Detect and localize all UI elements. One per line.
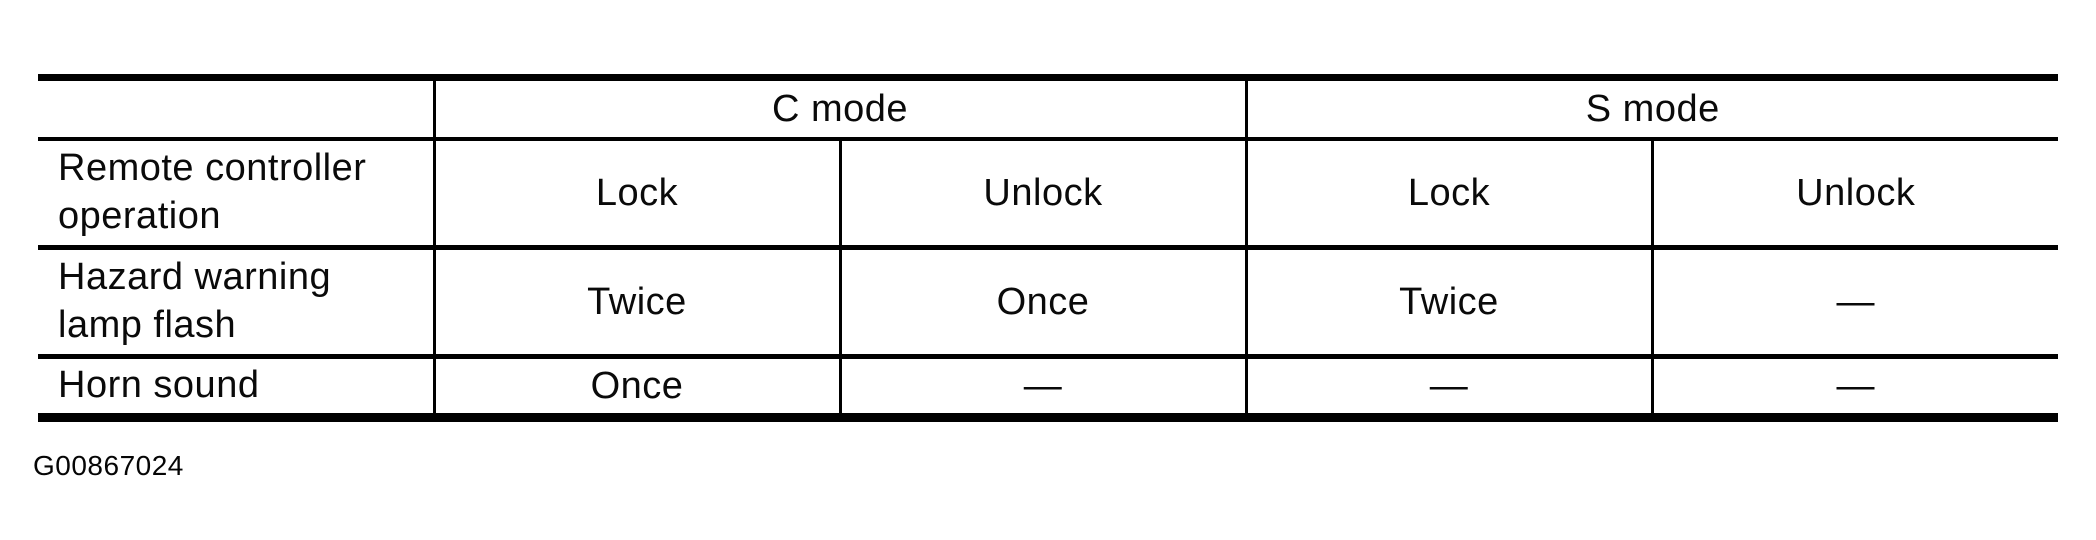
cell-cmode-lock: Lock [432,139,840,250]
cell-smode-lock: Twice [1244,247,1652,359]
cell-smode-unlock: Unlock [1650,139,2058,250]
corner-cell [38,77,434,141]
s-mode-header: S mode [1244,77,2058,141]
cell-cmode-unlock: Once [838,247,1246,359]
remote-controller-operation-table: C mode S mode Remote controller operatio… [38,74,2058,422]
cell-cmode-lock: Twice [432,247,840,359]
figure-id-caption: G00867024 [33,450,184,481]
table-row-hazard-warning-lamp-flash: Hazard warning lamp flash Twice Once Twi… [38,247,2058,359]
mode-header-row: C mode S mode [38,77,2058,141]
cell-cmode-unlock: Unlock [838,139,1246,250]
cell-smode-lock: Lock [1244,139,1652,250]
cell-smode-unlock: — [1650,247,2058,359]
table-row-horn-sound: Horn sound Once — — — [38,356,2058,418]
cell-cmode-unlock: — [838,356,1246,418]
row-label: Horn sound [58,364,260,407]
cell-cmode-lock: Once [432,356,840,418]
row-label: Remote controller operation [38,139,434,250]
table-row-remote-controller-operation: Remote controller operation Lock Unlock … [38,139,2058,250]
cell-smode-lock: — [1244,356,1652,418]
row-label: Hazard warning lamp flash [38,247,434,359]
c-mode-header: C mode [432,77,1246,141]
cell-smode-unlock: — [1650,356,2058,418]
